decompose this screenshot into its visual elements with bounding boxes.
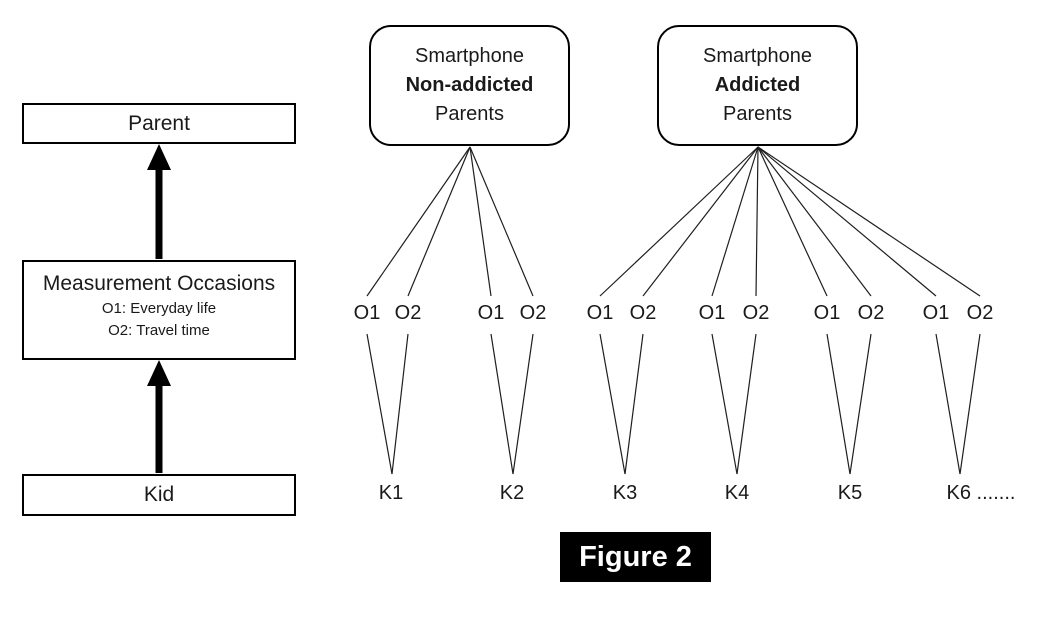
occasion-label-k1-o2: O2	[394, 302, 422, 324]
figure-caption-text: Figure 2	[579, 540, 692, 573]
figure-caption: Figure 2	[560, 532, 711, 582]
occasion-label-k2-o2: O2	[519, 302, 547, 324]
occasion-label-k6-o2: O2	[966, 302, 994, 324]
addicted-title-top: Smartphone	[703, 45, 812, 67]
occasion-label-k5-o2: O2	[857, 302, 885, 324]
occasion-label-k3-o2: O2	[629, 302, 657, 324]
occasion-label-k4-o1: O1	[698, 302, 726, 324]
occasion-label-k4-o2: O2	[742, 302, 770, 324]
kid-label-k2: K2	[499, 482, 525, 504]
addicted-title-mid: Addicted	[714, 74, 801, 96]
kid-box: Kid	[22, 474, 296, 516]
measurement-box-title: Measurement Occasions	[42, 272, 276, 295]
fan-lines-non-addicted	[366, 146, 534, 297]
measurement-occasions-box: Measurement Occasions O1: Everyday life …	[22, 260, 296, 360]
occasion-label-k2-o1: O1	[477, 302, 505, 324]
non-addicted-title-mid: Non-addicted	[405, 74, 534, 96]
occasion-label-k5-o1: O1	[813, 302, 841, 324]
measurement-occasion2-label: O2: Travel time	[108, 322, 210, 339]
addicted-title-bottom: Parents	[723, 103, 792, 125]
kid-label-k4: K4	[724, 482, 750, 504]
occasion-label-k3-o1: O1	[586, 302, 614, 324]
arrow-measurement-to-parent	[147, 144, 171, 259]
occasion-to-kid-lines	[366, 333, 981, 475]
parent-box-label: Parent	[128, 111, 190, 135]
kid-label-k6: K6 .......	[946, 482, 1016, 504]
kid-label-k3: K3	[612, 482, 638, 504]
kid-label-k1: K1	[378, 482, 404, 504]
arrow-kid-to-measurement	[147, 360, 171, 473]
non-addicted-title-bottom: Parents	[435, 103, 504, 125]
non-addicted-parents-box: Smartphone Non-addicted Parents	[369, 25, 570, 146]
non-addicted-title-top: Smartphone	[415, 45, 524, 67]
occasion-label-k1-o1: O1	[353, 302, 381, 324]
measurement-occasion1-label: O1: Everyday life	[101, 300, 217, 317]
fan-lines-addicted	[599, 146, 981, 297]
parent-box: Parent	[22, 103, 296, 144]
occasion-label-k6-o1: O1	[922, 302, 950, 324]
kid-box-label: Kid	[143, 483, 175, 506]
addicted-parents-box: Smartphone Addicted Parents	[657, 25, 858, 146]
kid-label-k5: K5	[837, 482, 863, 504]
